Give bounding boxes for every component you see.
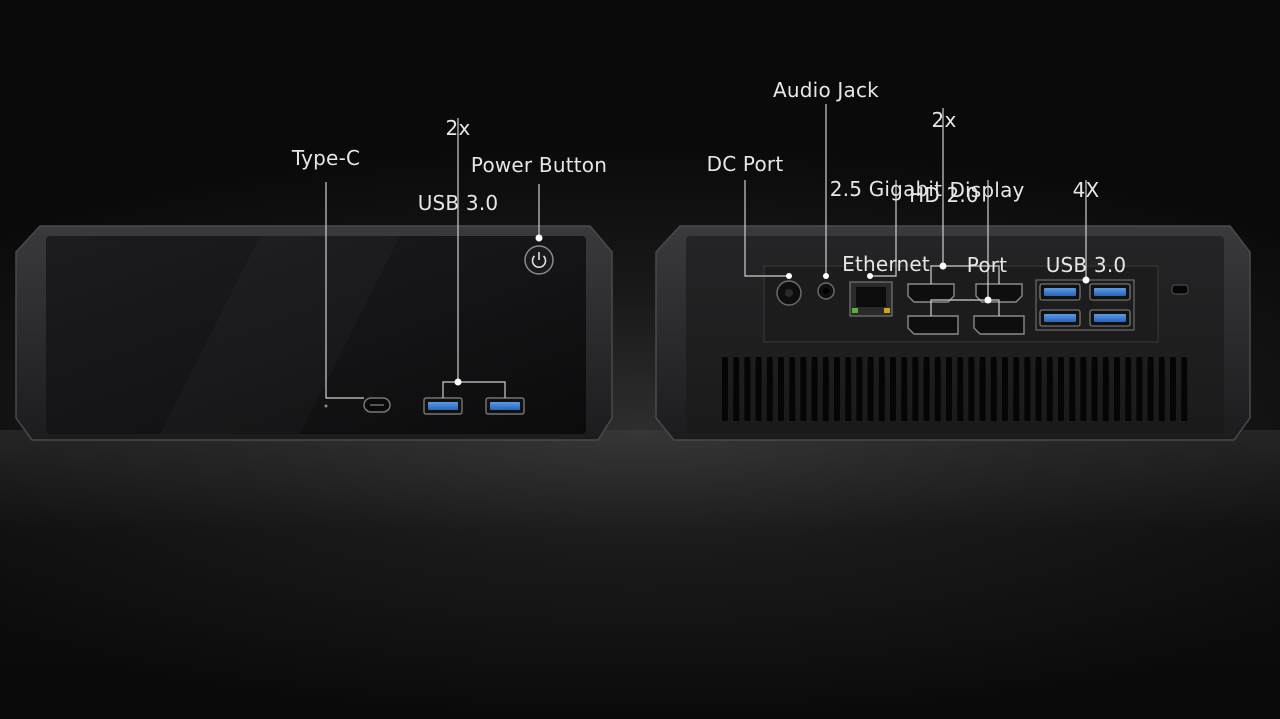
label-rear-usb-type: USB 3.0 bbox=[1045, 253, 1127, 277]
floor-reflection bbox=[0, 430, 1280, 719]
vent-slot bbox=[1058, 357, 1064, 421]
vent-slot bbox=[957, 357, 964, 421]
vent-slot bbox=[990, 357, 997, 421]
vent-slot bbox=[856, 357, 863, 421]
label-hd: 2x HD 2.0 bbox=[894, 58, 994, 233]
label-display-port: Display Port bbox=[942, 128, 1032, 303]
front-led bbox=[324, 404, 328, 408]
vent-slot bbox=[979, 357, 986, 421]
ethernet-port[interactable] bbox=[849, 281, 893, 317]
vent-slot bbox=[811, 357, 818, 421]
front-device bbox=[15, 225, 613, 441]
vent-slot bbox=[878, 357, 885, 421]
rear-usb-port-1[interactable] bbox=[1039, 283, 1081, 301]
label-ethernet-line2: Ethernet bbox=[842, 252, 930, 276]
rear-usb-port-3[interactable] bbox=[1039, 309, 1081, 327]
vent-slot bbox=[1158, 357, 1165, 421]
vent-slot bbox=[867, 357, 874, 421]
vent-slot bbox=[1136, 357, 1143, 421]
displayport-2[interactable] bbox=[973, 315, 1025, 335]
label-front-usb-count: 2x bbox=[445, 116, 471, 140]
vent-slot bbox=[1147, 357, 1154, 421]
label-front-usb: 2x USB 3.0 bbox=[398, 66, 518, 241]
vent-slot bbox=[1080, 357, 1087, 421]
vent-slot bbox=[1069, 357, 1076, 421]
vent-slot bbox=[1091, 357, 1098, 421]
rear-usb-port-4[interactable] bbox=[1089, 309, 1131, 327]
front-usb-port-2[interactable] bbox=[485, 397, 525, 415]
label-power-button: Power Button bbox=[470, 153, 608, 177]
vent-slot bbox=[733, 357, 740, 421]
vent-slot bbox=[1181, 357, 1188, 421]
label-rear-usb-count: 4X bbox=[1072, 178, 1100, 202]
vent-slot bbox=[822, 357, 829, 421]
label-dc-port: DC Port bbox=[706, 152, 784, 176]
leader-dots bbox=[454, 234, 1090, 386]
label-hd-count: 2x bbox=[931, 108, 957, 132]
type-c-tongue bbox=[370, 404, 384, 406]
audio-hole bbox=[823, 288, 829, 294]
vent-slot bbox=[1024, 357, 1031, 421]
vent-slot bbox=[946, 357, 952, 421]
power-icon bbox=[531, 252, 547, 268]
vent-slot bbox=[1170, 357, 1176, 421]
vent-slot bbox=[744, 357, 751, 421]
vent-slot bbox=[1002, 357, 1008, 421]
front-panel bbox=[46, 236, 586, 434]
displayport-1[interactable] bbox=[907, 315, 959, 335]
leader-lines bbox=[325, 104, 1087, 399]
hdmi-port-1[interactable] bbox=[907, 283, 955, 303]
label-front-usb-type: USB 3.0 bbox=[417, 191, 499, 215]
vent-slot bbox=[1125, 357, 1132, 421]
label-audio-jack: Audio Jack bbox=[773, 78, 879, 102]
label-hd-type: HD 2.0 bbox=[909, 183, 979, 207]
vent-slot bbox=[901, 357, 908, 421]
vent-slot bbox=[1035, 357, 1042, 421]
label-display-line1: Display bbox=[949, 178, 1025, 202]
label-ethernet: 2.5 Gigabit Ethernet bbox=[826, 127, 946, 302]
io-plate bbox=[763, 265, 1159, 343]
label-ethernet-line1: 2.5 Gigabit bbox=[829, 177, 943, 201]
vent-slot bbox=[845, 357, 852, 421]
vent-slot bbox=[834, 357, 840, 421]
vent-slot bbox=[800, 357, 807, 421]
vent-slot bbox=[789, 357, 796, 421]
vent-slot bbox=[968, 357, 975, 421]
lock-slot[interactable] bbox=[1171, 284, 1189, 295]
vent-slot bbox=[890, 357, 896, 421]
vent-slot bbox=[1046, 357, 1053, 421]
vent-grille bbox=[722, 357, 1188, 421]
vent-slot bbox=[722, 357, 728, 421]
vent-slot bbox=[755, 357, 762, 421]
front-usb-port-1[interactable] bbox=[423, 397, 463, 415]
label-type-c: Type-C bbox=[291, 146, 361, 170]
label-display-line2: Port bbox=[966, 253, 1008, 277]
vent-slot bbox=[1013, 357, 1020, 421]
vent-slot bbox=[1102, 357, 1109, 421]
vent-slot bbox=[934, 357, 941, 421]
dc-pin bbox=[785, 289, 793, 297]
vent-slot bbox=[912, 357, 919, 421]
vent-slot bbox=[923, 357, 930, 421]
vent-slot bbox=[778, 357, 784, 421]
vent-slot bbox=[1114, 357, 1120, 421]
rear-usb-port-2[interactable] bbox=[1089, 283, 1131, 301]
label-rear-usb: 4X USB 3.0 bbox=[1036, 128, 1136, 303]
rear-device bbox=[655, 225, 1251, 441]
vent-slot bbox=[766, 357, 773, 421]
